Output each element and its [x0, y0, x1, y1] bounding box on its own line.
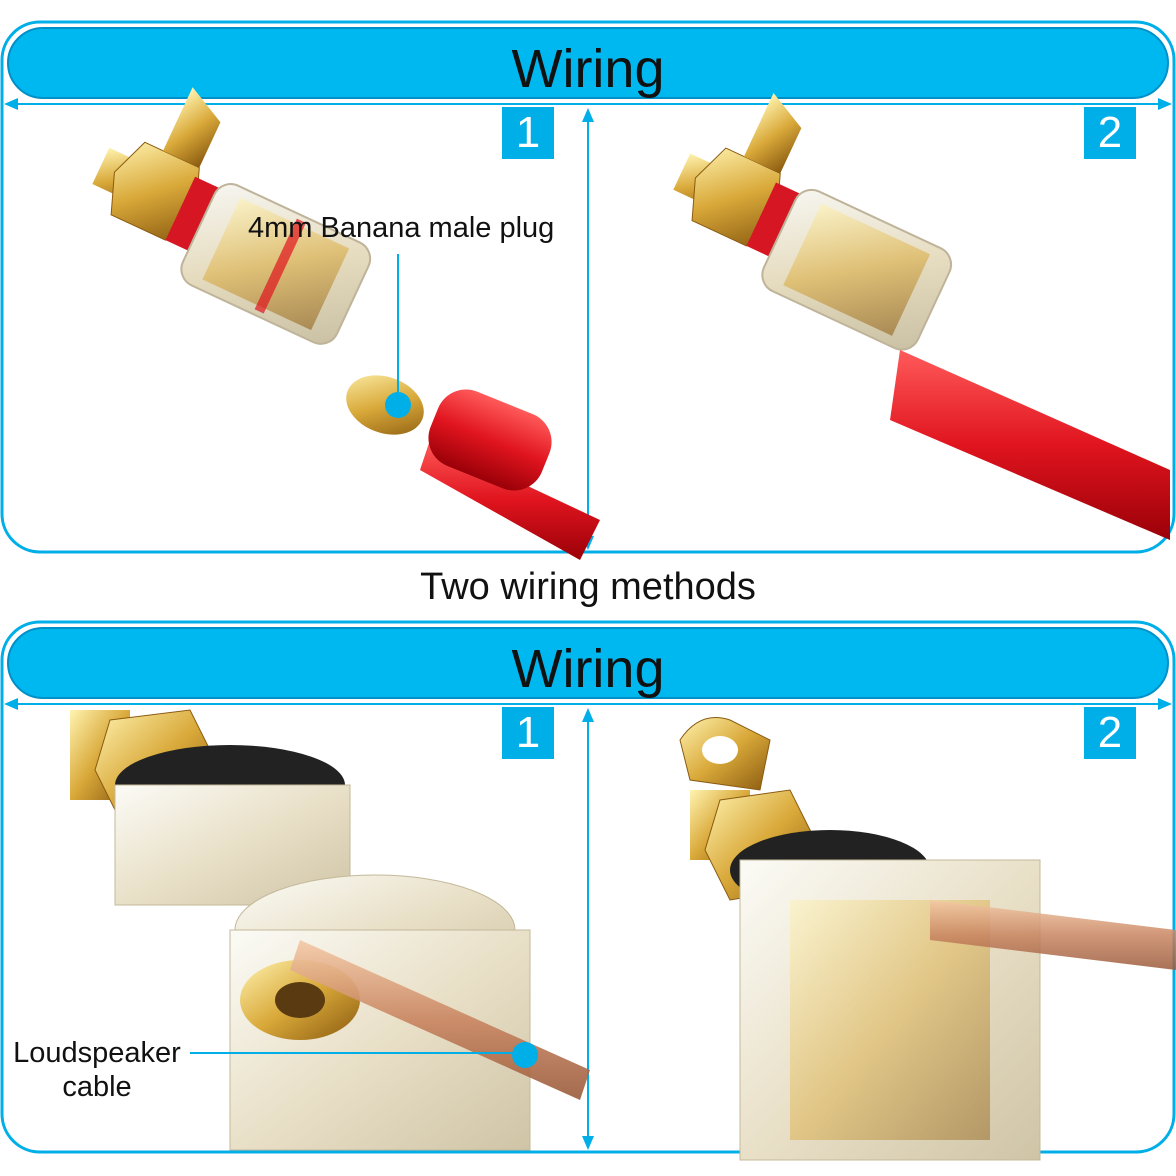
bottom-header-bar	[7, 627, 1169, 699]
bottom-h-arrow-right	[1158, 698, 1172, 710]
bottom-h-arrow-left	[4, 698, 18, 710]
bottom-step-1-badge: 1	[502, 707, 554, 759]
top-frame	[0, 20, 1176, 554]
loudspeaker-cable-label: Loudspeaker cable	[4, 1036, 190, 1104]
top-step-2-badge: 2	[1084, 107, 1136, 159]
banana-plug-label: 4mm Banana male plug	[248, 212, 555, 244]
top-step-1-badge: 1	[502, 107, 554, 159]
bottom-v-arrow-down	[582, 1136, 594, 1150]
bottom-panel-graphics	[0, 620, 1176, 1161]
banana-plug-illustration	[346, 375, 600, 560]
top-header-bar	[7, 27, 1169, 99]
bottom-wiring-panel: Wiring 1 2 Loudspeaker cable	[0, 600, 1176, 1176]
top-h-arrow-left	[4, 98, 18, 110]
binding-post-illustration-right	[673, 93, 953, 351]
top-panel-graphics	[0, 20, 1176, 560]
wiring-methods-caption: Two wiring methods	[420, 566, 756, 608]
top-v-arrow-up	[582, 108, 594, 122]
binding-post-illustration-left	[92, 87, 372, 345]
cable-callout-dot	[512, 1042, 538, 1068]
bottom-v-arrow-up	[582, 708, 594, 722]
bottom-frame	[0, 620, 1176, 1154]
red-plug-inserted	[890, 350, 1170, 540]
top-h-arrow-right	[1158, 98, 1172, 110]
loudspeaker-cable-label-line2: cable	[62, 1071, 132, 1103]
binding-post-cable-right	[679, 717, 1176, 1161]
bottom-step-2-badge: 2	[1084, 707, 1136, 759]
banana-callout-dot	[385, 392, 411, 418]
loudspeaker-cable-label-line1: Loudspeaker	[13, 1037, 181, 1069]
top-wiring-panel: Wiring 1 2 4mm Banana male plug	[0, 0, 1176, 560]
top-header-title: Wiring	[511, 39, 665, 99]
bottom-header-title: Wiring	[511, 639, 665, 699]
